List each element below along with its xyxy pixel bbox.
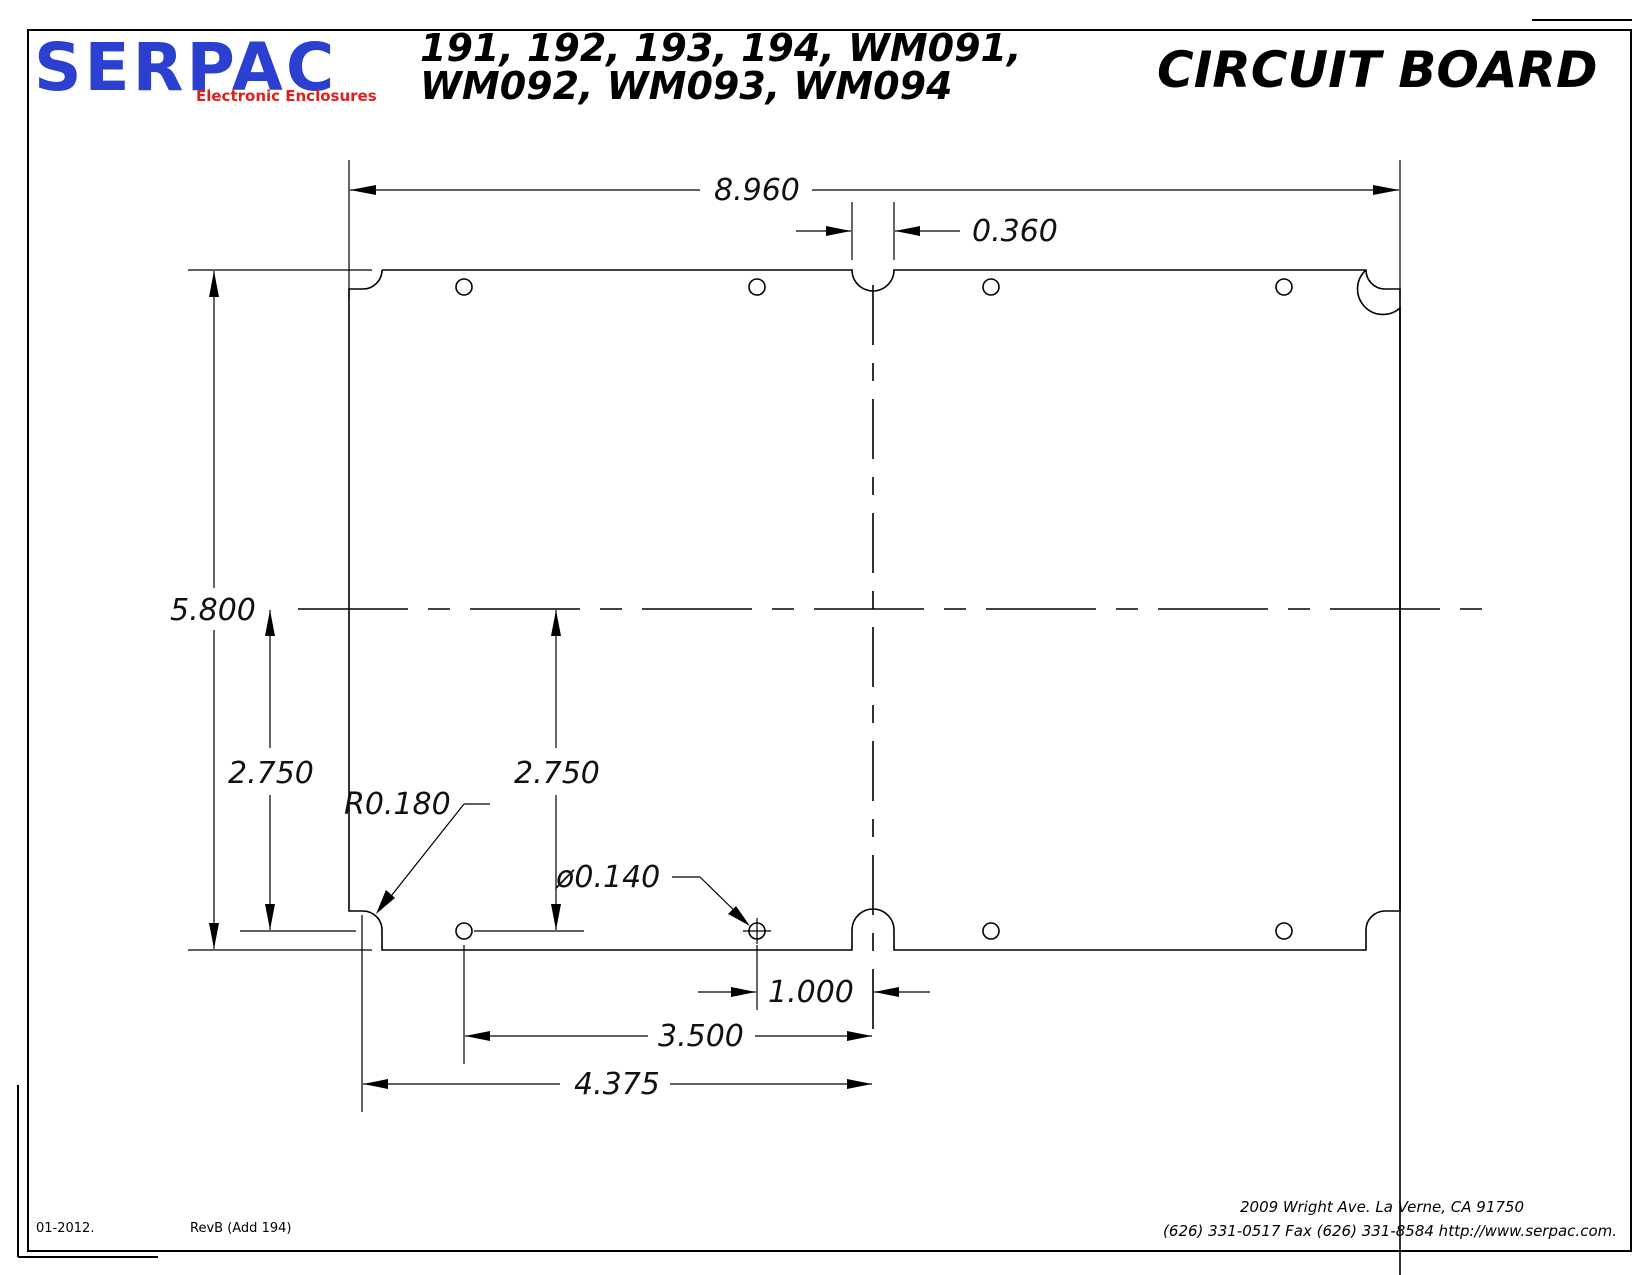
- mounting-hole-2: [748, 278, 766, 296]
- board-outline: [382, 269, 1401, 1275]
- arrowhead: [847, 1031, 872, 1041]
- arrowhead: [551, 904, 561, 930]
- mounting-hole-8: [1275, 922, 1293, 940]
- mounting-hole-3: [982, 278, 1000, 296]
- company-address: 2009 Wright Ave. La Verne, CA 91750: [1240, 1198, 1524, 1216]
- arrowhead: [847, 1079, 872, 1089]
- dim-slot-width: 0.360: [972, 214, 1058, 249]
- brand-logo: SERPAC Electronic Enclosures: [34, 29, 377, 106]
- arrowhead: [728, 906, 750, 926]
- dim-hole-height-inner: 2.750: [514, 756, 600, 791]
- arrowhead: [376, 890, 395, 914]
- revision-date: 01-2012.: [36, 1221, 94, 1236]
- mounting-hole-7: [982, 922, 1000, 940]
- revision-note: RevB (Add 194): [190, 1221, 291, 1236]
- dim-corner-radius: R0.180: [344, 787, 451, 822]
- arrowhead: [350, 185, 376, 195]
- mounting-hole-5: [455, 922, 473, 940]
- dim-overall-height: 5.800: [170, 593, 256, 628]
- arrowhead: [551, 610, 561, 636]
- brand-name: SERPAC: [34, 29, 337, 106]
- dim-overall-width: 8.960: [714, 173, 800, 208]
- drawing-title: CIRCUIT BOARD: [1157, 41, 1598, 99]
- dim-hole-to-center: 3.500: [658, 1019, 744, 1054]
- dim-edge-to-center: 4.375: [574, 1067, 660, 1102]
- arrowhead: [265, 610, 275, 636]
- arrowhead: [1373, 185, 1399, 195]
- arrowhead: [731, 987, 756, 997]
- dim-hole-offset: 1.000: [768, 975, 854, 1010]
- brand-tagline: Electronic Enclosures: [196, 87, 377, 105]
- dim-hole-height-left: 2.750: [228, 756, 314, 791]
- arrowhead: [363, 1079, 388, 1089]
- board-outline-path: [348, 269, 1401, 951]
- sheet-border: [27, 29, 1632, 1252]
- leader-radius: [379, 803, 465, 911]
- arrowhead: [874, 987, 899, 997]
- arrowhead: [265, 904, 275, 930]
- arrowhead: [826, 226, 851, 236]
- arrowhead: [209, 271, 219, 297]
- mounting-hole-1: [455, 278, 473, 296]
- mounting-hole-4: [1275, 278, 1293, 296]
- dim-hole-diameter: ø0.140: [555, 860, 660, 895]
- model-list-line-2: WM092, WM093, WM094: [420, 64, 952, 108]
- arrowhead: [209, 923, 219, 949]
- arrowhead: [895, 226, 920, 236]
- model-list-line-1: 191, 192, 193, 194, WM091,: [420, 26, 1021, 70]
- company-contact: (626) 331-0517 Fax (626) 331-8584 http:/…: [1163, 1222, 1617, 1240]
- arrowhead: [465, 1031, 490, 1041]
